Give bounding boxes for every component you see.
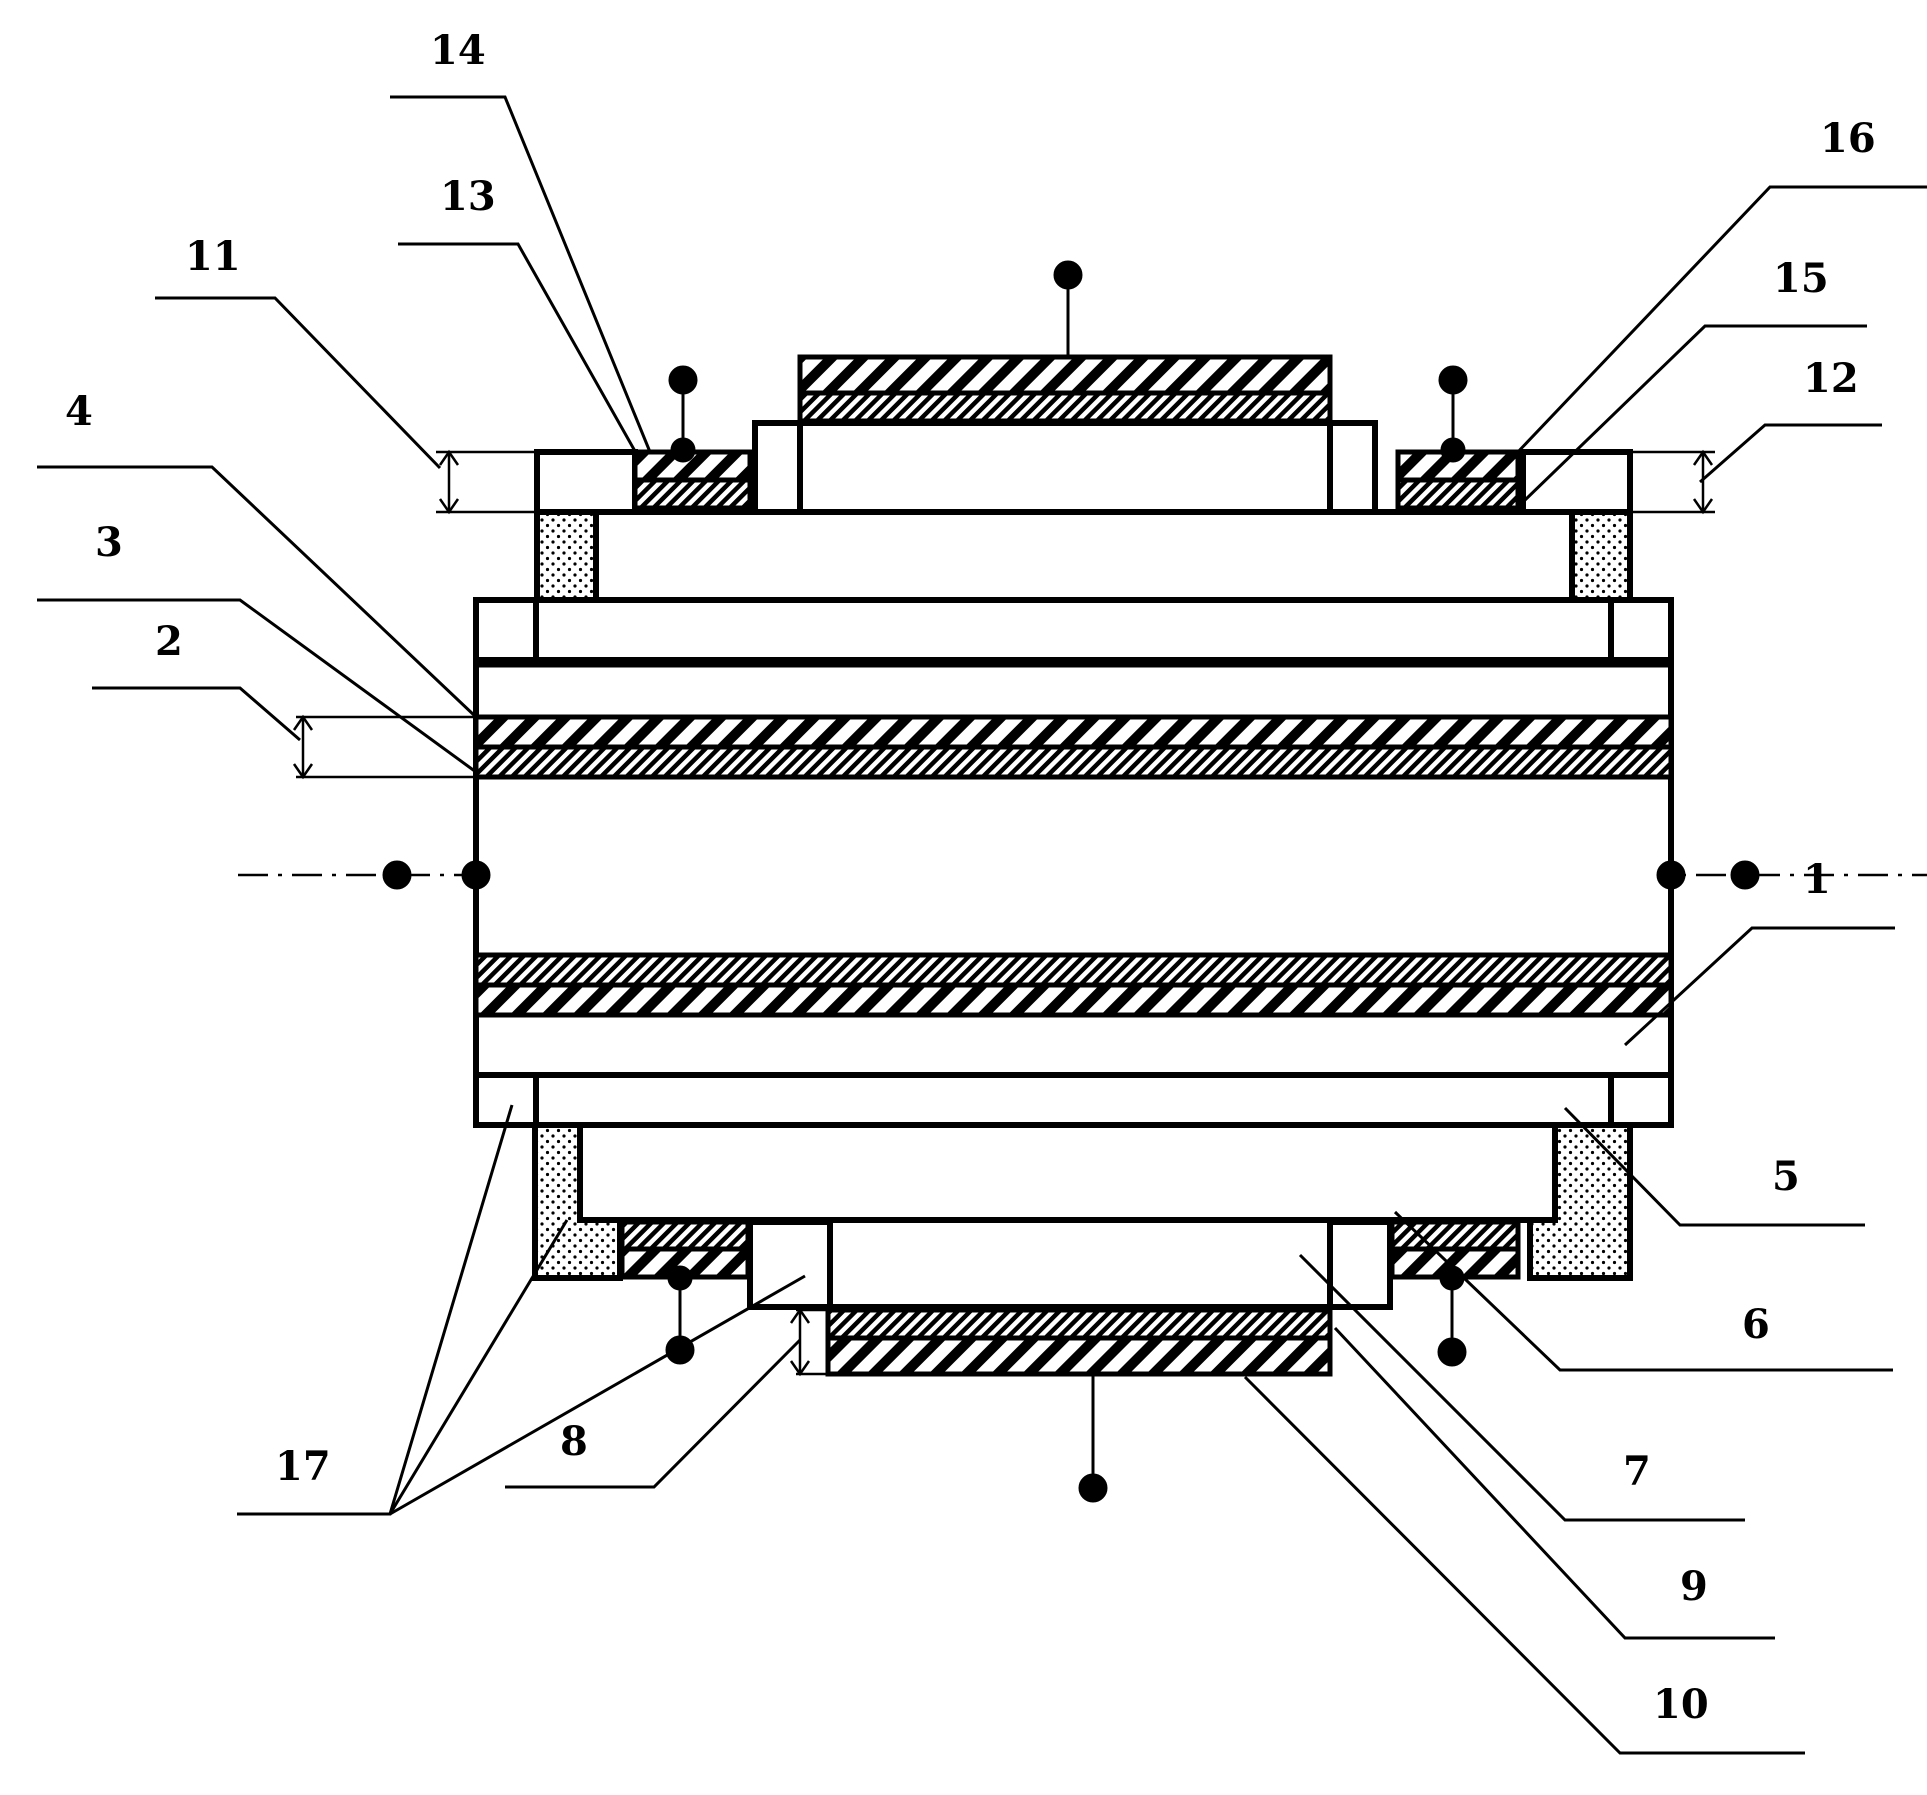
label-13: 13 bbox=[440, 173, 496, 220]
label-12: 12 bbox=[1803, 355, 1859, 402]
layer-4-bottom bbox=[476, 985, 1671, 1015]
label-3: 3 bbox=[95, 519, 123, 566]
label-8: 8 bbox=[560, 1418, 588, 1465]
electrode-13 bbox=[635, 480, 750, 508]
label-1: 1 bbox=[1803, 856, 1831, 903]
electrode-15 bbox=[1398, 480, 1518, 508]
top-stack bbox=[476, 357, 1671, 660]
layer-3-bottom bbox=[476, 955, 1671, 985]
bottom-stack bbox=[476, 1075, 1671, 1374]
label-6: 6 bbox=[1742, 1301, 1770, 1348]
label-2: 2 bbox=[155, 618, 183, 665]
main-tube bbox=[476, 600, 1671, 1075]
label-15: 15 bbox=[1773, 255, 1829, 302]
label-7: 7 bbox=[1623, 1448, 1651, 1495]
label-5: 5 bbox=[1772, 1153, 1800, 1200]
electrode-9 bbox=[828, 1310, 1330, 1338]
electrode-10 bbox=[828, 1338, 1330, 1374]
label-14: 14 bbox=[430, 27, 486, 74]
label-11: 11 bbox=[185, 233, 241, 280]
label-9: 9 bbox=[1680, 1563, 1708, 1610]
layer-4-top bbox=[476, 717, 1671, 747]
label-10: 10 bbox=[1653, 1681, 1709, 1728]
label-4: 4 bbox=[65, 388, 93, 435]
layer-3-top bbox=[476, 747, 1671, 777]
label-17: 17 bbox=[275, 1443, 331, 1490]
label-16: 16 bbox=[1820, 115, 1876, 162]
